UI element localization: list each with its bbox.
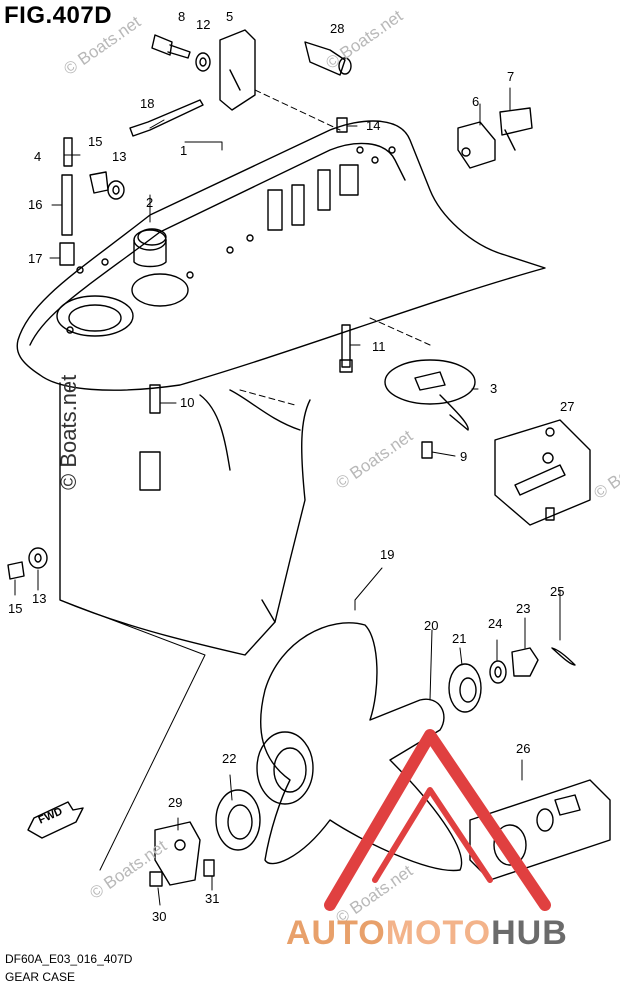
bolt-11 [339,324,353,373]
callout-16: 16 [28,197,43,212]
callout-7: 7 [507,69,515,84]
callout-11: 11 [372,339,386,354]
bolt-10 [149,384,161,414]
pin-14 [336,117,348,133]
anode-5 [219,29,256,111]
washer-13-bottom [28,547,48,569]
callout-13-top: 13 [112,149,127,164]
leader-lines [14,87,561,906]
fwd-arrow-icon [27,801,84,839]
callout-24: 24 [488,616,503,631]
brand-part-auto: AUTO [286,914,386,952]
callout-19: 19 [380,547,395,562]
gear-case-housing [16,120,546,656]
watermark-vertical: © Boats.net [56,374,81,490]
plug-28 [304,41,352,76]
callout-26: 26 [516,741,531,756]
bracket-7 [499,107,533,151]
plug-15-top [89,171,109,194]
callout-12: 12 [196,17,211,32]
callout-29: 29 [168,795,183,810]
callout-20: 20 [424,618,439,633]
kit-27-box [494,419,591,526]
callout-15-bottom: 15 [8,601,23,616]
spacer-21 [448,663,482,713]
callout-4: 4 [34,149,42,164]
callout-10: 10 [180,395,195,410]
callout-22: 22 [222,751,237,766]
callout-28: 28 [330,21,345,36]
propeller-19 [256,622,463,872]
tie-18 [129,99,204,137]
cotter-pin-25 [551,647,576,666]
spacer-22 [215,789,261,851]
callout-18: 18 [140,96,155,111]
washer-24 [489,660,507,684]
washer-13-top [107,180,125,200]
callout-6: 6 [472,94,480,109]
nut-23 [511,647,539,677]
brand-part-hub: HUB [491,914,568,952]
callout-30: 30 [152,909,167,924]
trim-tab-3 [384,359,476,431]
brand-part-moto: MOTO [385,914,492,952]
bushing-2 [137,228,167,246]
fitting-29 [154,821,201,886]
automotohub-logo: AUTOMOTOHUB [286,914,568,953]
automotohub-triangle-icon [324,729,551,911]
callout-2: 2 [146,195,154,210]
washer-12 [195,52,211,72]
figure-title: FIG.407D [4,2,113,29]
plug-15-bottom [7,561,25,580]
tube-4-16 [59,137,75,266]
callout-31: 31 [205,891,220,906]
callout-15-top: 15 [88,134,103,149]
plug-30 [149,871,163,887]
diagram-caption: GEAR CASE [5,970,76,984]
diagram-code: DF60A_E03_016_407D [5,952,133,966]
bolt-9 [421,441,433,459]
kit-26-box [469,779,611,881]
callout-5: 5 [226,9,234,24]
callout-9: 9 [460,449,468,464]
dashed-guides [239,89,431,406]
bolt-31 [203,859,215,877]
callout-14: 14 [366,118,381,133]
bracket-6 [457,121,496,169]
callout-17: 17 [28,251,43,266]
callout-13-bottom: 13 [32,591,47,606]
callout-1: 1 [180,143,188,158]
callout-27: 27 [560,399,575,414]
callout-8: 8 [178,9,186,24]
callout-21: 21 [452,631,467,646]
callout-3: 3 [490,381,498,396]
callout-23: 23 [516,601,531,616]
bolt-8 [151,34,191,59]
callout-25: 25 [550,584,565,599]
